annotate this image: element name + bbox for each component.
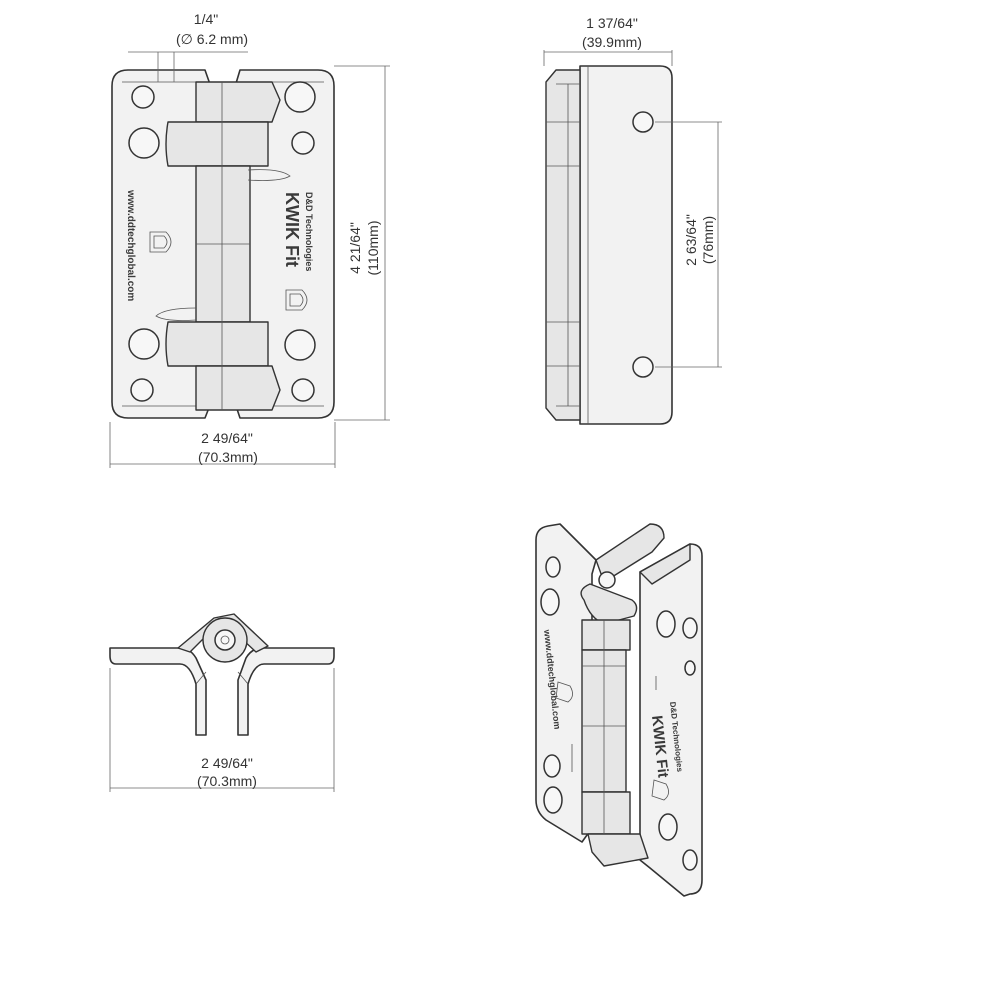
iso-brand-engraving: KWIK Fit bbox=[648, 715, 671, 779]
front-dimensions: 1/4" (∅ 6.2 mm) 4 21/64" (110mm) 2 49/64… bbox=[109, 11, 390, 468]
spacing-dim-inch: 2 63/64" bbox=[683, 214, 699, 266]
depth-dim-mm: (39.9mm) bbox=[582, 34, 642, 50]
hole-dim-mm: (∅ 6.2 mm) bbox=[176, 31, 248, 47]
iso-dd-logo-icon-2 bbox=[651, 779, 669, 801]
hole-dim-inch: 1/4" bbox=[194, 11, 218, 27]
top-view bbox=[109, 613, 335, 736]
side-dimensions: 1 37/64" (39.9mm) 2 63/64" (76mm) bbox=[543, 15, 722, 368]
side-view bbox=[545, 65, 673, 425]
top-dimensions: 2 49/64" (70.3mm) bbox=[109, 668, 335, 792]
isometric-view: www.ddtechglobal.com KWIK Fit D&D Techno… bbox=[535, 523, 703, 897]
height-dim-inch: 4 21/64" bbox=[347, 222, 363, 274]
height-dim-mm: (110mm) bbox=[365, 221, 381, 276]
dd-logo-icon bbox=[149, 231, 172, 253]
depth-dim-inch: 1 37/64" bbox=[586, 15, 638, 31]
front-view: www.ddtechglobal.com KWIK Fit D&D Techno… bbox=[111, 69, 335, 419]
url-engraving: www.ddtechglobal.com bbox=[125, 189, 136, 301]
top-width-dim-mm: (70.3mm) bbox=[197, 773, 257, 789]
dd-logo-icon bbox=[285, 289, 308, 311]
brand-engraving: KWIK Fit bbox=[282, 192, 302, 267]
spacing-dim-mm: (76mm) bbox=[700, 216, 716, 264]
top-width-dim-inch: 2 49/64" bbox=[201, 755, 253, 771]
brand-sub-engraving: D&D Technologies bbox=[304, 192, 314, 271]
iso-dd-logo-icon bbox=[555, 681, 573, 703]
width-dim-mm: (70.3mm) bbox=[198, 449, 258, 465]
width-dim-inch: 2 49/64" bbox=[201, 430, 253, 446]
